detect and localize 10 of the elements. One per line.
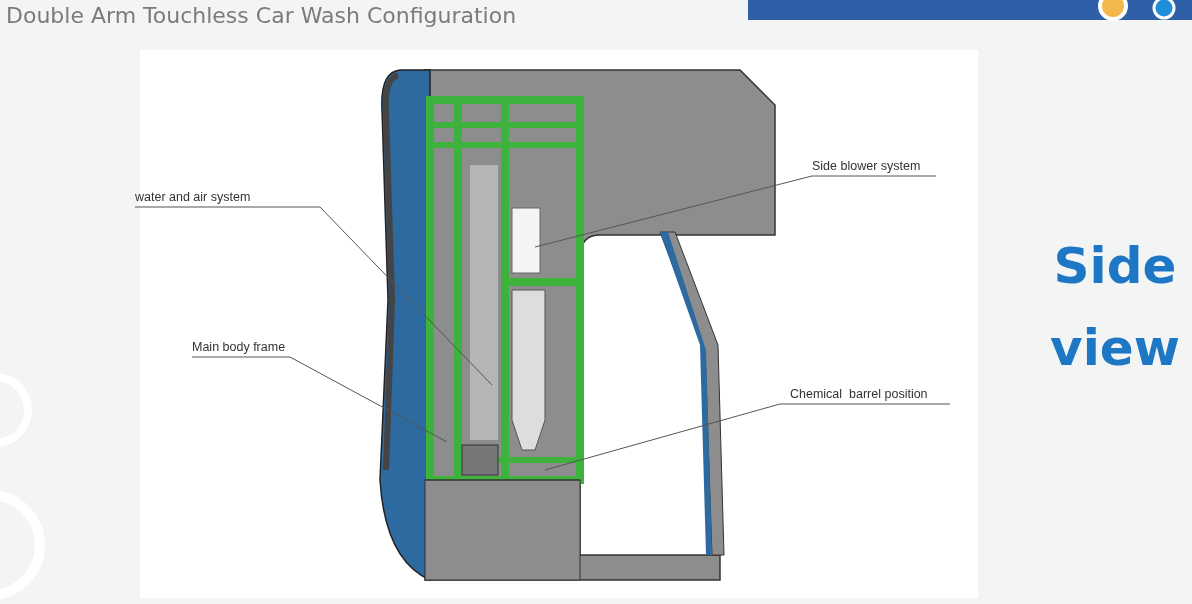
- leader-line: [534, 175, 937, 248]
- callout-label: Side blower system: [812, 157, 921, 175]
- leader-line: [544, 403, 951, 471]
- callout-label: Chemical barrel position: [790, 385, 928, 403]
- view-label: Side view: [1049, 236, 1181, 379]
- callout-label: water and air system: [135, 188, 251, 206]
- leader-line: [134, 206, 493, 386]
- leader-line: [191, 356, 448, 443]
- page-title: Double Arm Touchless Car Wash Configuration: [6, 3, 517, 28]
- callout-label: Main body frame: [192, 338, 286, 356]
